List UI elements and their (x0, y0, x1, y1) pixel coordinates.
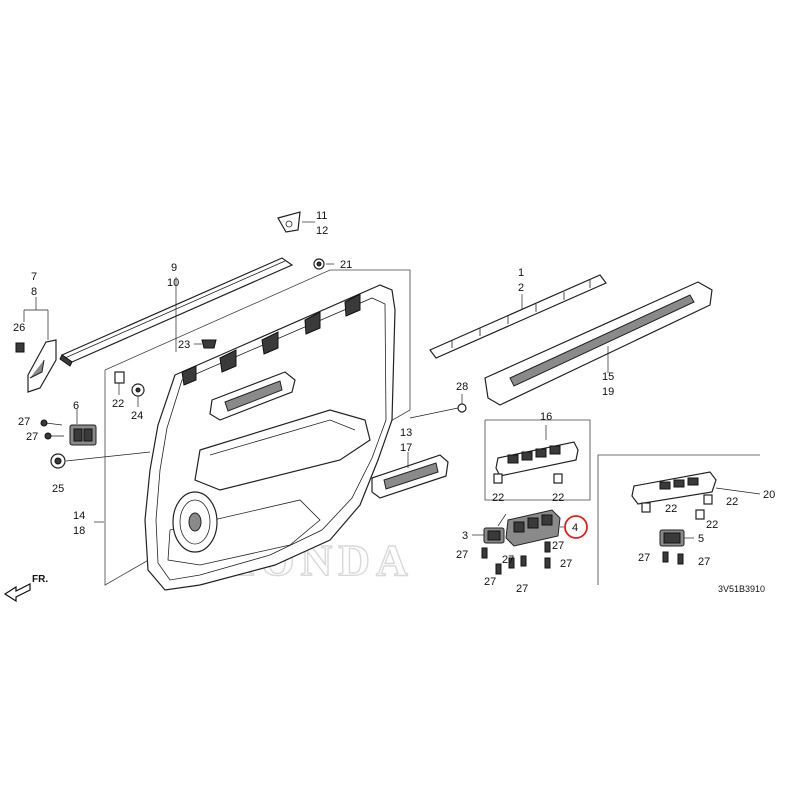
bracket-part[interactable] (429, 274, 607, 359)
switch-part-6[interactable] (69, 424, 97, 446)
screw-27i[interactable] (662, 551, 669, 563)
callout-21[interactable]: 21 (340, 259, 352, 271)
callout-4[interactable]: 4 (572, 522, 578, 534)
highlight-callout-4 (564, 515, 588, 539)
screw-27a[interactable] (40, 419, 63, 427)
callout-3[interactable]: 3 (462, 530, 468, 542)
callout-27-d[interactable]: 27 (484, 576, 496, 588)
callout-22-a[interactable]: 22 (112, 398, 124, 410)
callout-22-c[interactable]: 22 (552, 492, 564, 504)
inner-handle-part[interactable] (371, 454, 449, 499)
sail-garnish-part[interactable] (27, 339, 57, 393)
arrow-left-icon (3, 583, 31, 603)
screw-27f[interactable] (520, 555, 527, 567)
callout-23[interactable]: 23 (178, 339, 190, 351)
callout-2[interactable]: 2 (518, 282, 524, 294)
callout-27-j[interactable]: 27 (502, 554, 514, 566)
callout-28[interactable]: 28 (456, 381, 468, 393)
screw-27j[interactable] (677, 553, 684, 565)
callout-12[interactable]: 12 (316, 225, 328, 237)
switch-part-5[interactable] (659, 529, 685, 547)
clip-22-right-b[interactable] (703, 494, 713, 505)
diagram-code: 3V51B3910 (718, 584, 765, 594)
leader-lines (23, 221, 761, 539)
switch-part-3[interactable] (483, 527, 505, 544)
callout-27-c[interactable]: 27 (456, 549, 468, 561)
callout-11[interactable]: 11 (316, 210, 327, 222)
callout-17[interactable]: 17 (400, 442, 412, 454)
callout-22-e[interactable]: 22 (726, 496, 738, 508)
callout-8[interactable]: 8 (31, 286, 37, 298)
clip-23[interactable] (201, 339, 217, 349)
callout-27-i[interactable]: 27 (698, 556, 710, 568)
screw-27g[interactable] (544, 541, 551, 553)
callout-14[interactable]: 14 (73, 510, 85, 522)
callout-27-e[interactable]: 27 (516, 583, 528, 595)
switch-panel-20[interactable] (631, 471, 717, 505)
screw-27b[interactable] (44, 432, 64, 440)
armrest-garnish-part[interactable] (484, 281, 713, 406)
callout-27-b[interactable]: 27 (26, 431, 38, 443)
door-panel-box (104, 269, 411, 586)
callout-27-g[interactable]: 27 (560, 558, 572, 570)
fastener-21[interactable] (313, 258, 325, 270)
callout-16[interactable]: 16 (540, 411, 552, 423)
switch-panel-16[interactable] (495, 441, 579, 477)
callout-labels: 1 2 3 4 5 6 7 8 9 10 11 12 13 14 15 16 1… (13, 210, 775, 595)
callout-19[interactable]: 19 (602, 386, 614, 398)
screw-27h[interactable] (544, 557, 551, 569)
callout-22-b[interactable]: 22 (492, 492, 504, 504)
callout-1[interactable]: 1 (518, 267, 524, 279)
callout-5[interactable]: 5 (698, 533, 704, 545)
callout-22-d[interactable]: 22 (665, 503, 677, 515)
master-switch-part-4[interactable] (505, 509, 561, 547)
weatherstrip-part[interactable] (59, 257, 294, 367)
clip-part-11[interactable] (277, 211, 301, 233)
callout-15[interactable]: 15 (602, 371, 614, 383)
callout-18[interactable]: 18 (73, 525, 85, 537)
callout-26[interactable]: 26 (13, 322, 25, 334)
clip-22-panel-a[interactable] (493, 473, 503, 484)
front-direction-indicator: FR. (3, 574, 48, 603)
callout-7[interactable]: 7 (31, 271, 37, 283)
screw-27e[interactable] (508, 557, 515, 569)
clip-22-right-a[interactable] (641, 502, 651, 513)
callout-9[interactable]: 9 (171, 262, 177, 274)
grommet-25[interactable] (50, 453, 66, 469)
screw-27c[interactable] (481, 547, 488, 559)
switch-panel-box (484, 419, 591, 501)
callout-25[interactable]: 25 (52, 483, 64, 495)
callout-10[interactable]: 10 (167, 277, 179, 289)
right-group-bracket (597, 454, 760, 585)
callout-13[interactable]: 13 (400, 427, 412, 439)
clip-26[interactable] (15, 342, 25, 353)
callout-24[interactable]: 24 (131, 410, 143, 422)
clip-22-right-c[interactable] (695, 509, 705, 520)
screw-27d[interactable] (495, 563, 502, 575)
callout-27-h[interactable]: 27 (638, 552, 650, 564)
door-lining-part[interactable] (144, 284, 396, 591)
callout-22-f[interactable]: 22 (706, 519, 718, 531)
direction-label: FR. (32, 574, 48, 585)
screw-28[interactable] (409, 403, 467, 419)
callout-27-f[interactable]: 27 (552, 540, 564, 552)
clip-24[interactable] (131, 383, 145, 397)
clip-22-panel-b[interactable] (553, 473, 563, 484)
callout-20[interactable]: 20 (763, 489, 775, 501)
callout-6[interactable]: 6 (73, 400, 79, 412)
callout-27-a[interactable]: 27 (18, 416, 30, 428)
clip-22-left[interactable] (114, 371, 125, 384)
